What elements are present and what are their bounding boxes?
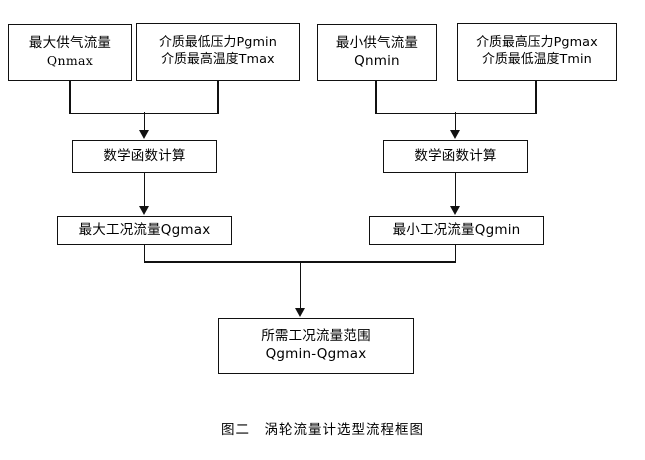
connector-qnmax-stub (69, 81, 71, 114)
node-min-supply-flow: 最小供气流量 Qnmin (317, 24, 437, 81)
arrowhead-into-qgmax (139, 206, 149, 215)
node-range-line2: Qgmin-Qgmax (265, 346, 367, 362)
node-math-function-calc-right: 数学函数计算 (383, 140, 528, 173)
node-required-flow-range: 所需工况流量范围 Qgmin-Qgmax (218, 318, 414, 374)
node-qnmax-line2: Qnmax (46, 53, 94, 69)
node-min-working-flow: 最小工况流量Qgmin (369, 216, 544, 245)
node-pgmin-line1: 介质最低压力Pgmin (159, 35, 277, 51)
node-range-line1: 所需工况流量范围 (261, 328, 371, 345)
arrowhead-into-calc-right (450, 130, 460, 139)
connector-pgmin-stub (217, 81, 219, 114)
node-max-supply-flow: 最大供气流量 Qnmax (8, 24, 132, 81)
arrowhead-into-calc-left (139, 130, 149, 139)
node-pgmin-line2: 介质最高温度Tmax (161, 52, 275, 67)
connector-qgmax-stub (143, 245, 146, 262)
connector-bottom-merge-drop (299, 261, 302, 309)
node-pgmax-line1: 介质最高压力Pgmax (476, 35, 598, 51)
node-min-pressure-max-temp: 介质最低压力Pgmin 介质最高温度Tmax (136, 23, 300, 81)
connector-qgmin-stub (454, 245, 457, 262)
arrowhead-into-qgmin (450, 206, 460, 215)
connector-left-merge-drop (143, 112, 146, 131)
node-math-function-calc-left: 数学函数计算 (72, 140, 217, 173)
connector-qnmin-stub (375, 81, 377, 114)
arrowhead-into-range (295, 308, 305, 317)
node-max-working-flow: 最大工况流量Qgmax (57, 216, 232, 245)
node-qnmin-line2: Qnmin (354, 52, 400, 69)
node-qnmin-line1: 最小供气流量 (335, 34, 419, 51)
node-calc-left-label: 数学函数计算 (103, 147, 186, 164)
connector-pgmax-stub (535, 81, 537, 114)
node-pgmax-line2: 介质最低温度Tmin (482, 52, 592, 67)
node-qnmax-line1: 最大供气流量 (28, 35, 112, 52)
connector-calc-left-to-qgmax (143, 173, 146, 206)
connector-right-merge-drop (454, 112, 457, 131)
node-qgmax-label: 最大工况流量Qgmax (78, 221, 211, 238)
figure-caption: 图二 涡轮流量计选型流程框图 (221, 422, 424, 438)
node-calc-right-label: 数学函数计算 (414, 147, 497, 164)
node-qgmin-label: 最小工况流量Qgmin (392, 221, 521, 238)
node-max-pressure-min-temp: 介质最高压力Pgmax 介质最低温度Tmin (457, 23, 617, 81)
connector-calc-right-to-qgmin (454, 173, 457, 206)
